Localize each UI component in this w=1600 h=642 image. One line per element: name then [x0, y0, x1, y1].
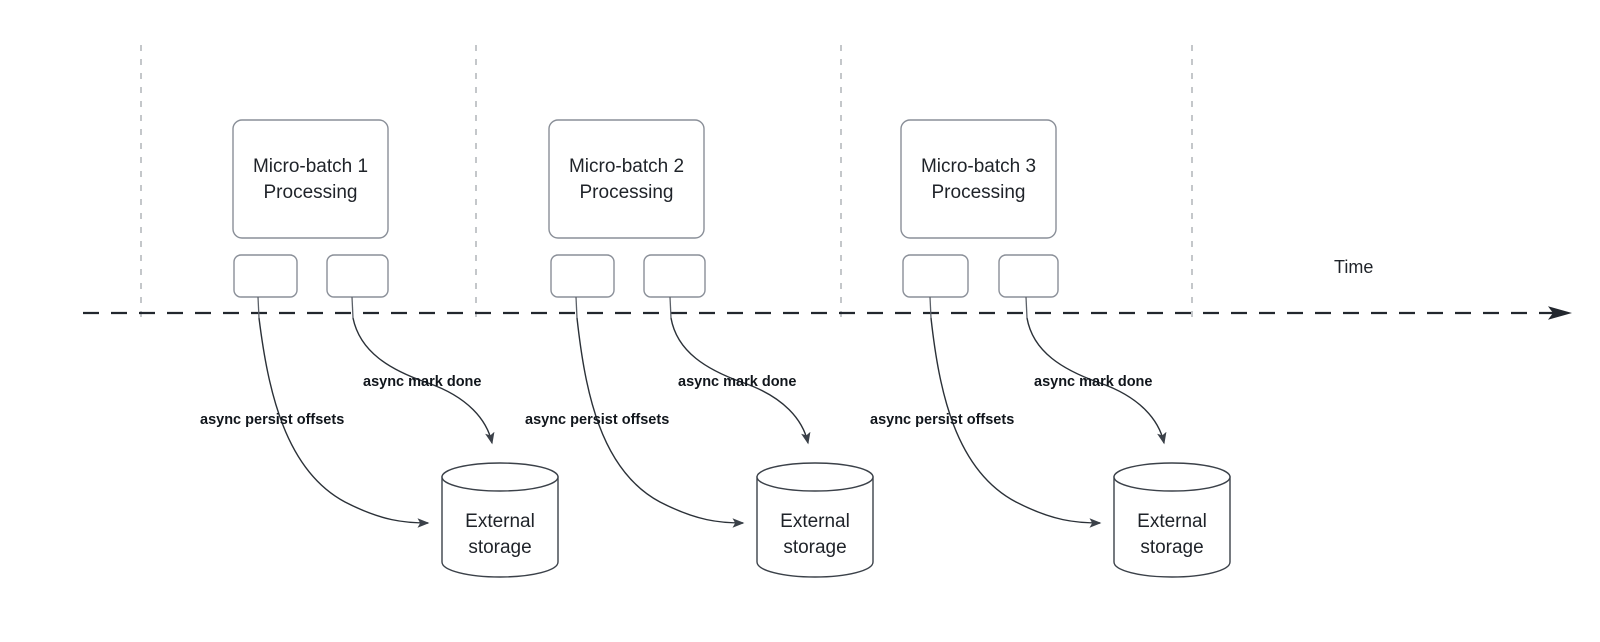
group-3-storage-label-line1: External	[1137, 511, 1207, 532]
group-2-storage-label-line1: External	[780, 511, 850, 532]
micro-batch-2-label-line2: Processing	[580, 182, 674, 203]
group-1-storage-label-line1: External	[465, 511, 535, 532]
group-3-persist-offsets-arrow	[930, 317, 1102, 528]
group-3: Micro-batch 3 Processing async mark done…	[870, 119, 1231, 578]
group-1-external-storage-cylinder[interactable]	[441, 462, 559, 578]
group-2-persist-offsets-label: async persist offsets	[525, 412, 669, 428]
group-3-mark-done-arrow	[1026, 317, 1167, 445]
group-2-external-storage-cylinder[interactable]	[756, 462, 874, 578]
timeline-arrowhead	[1548, 306, 1572, 320]
group-3-mark-done-label: async mark done	[1034, 374, 1152, 390]
micro-batch-2-box[interactable]	[548, 119, 705, 239]
group-3-left-stub	[929, 296, 932, 319]
group-2-storage-label-line2: storage	[783, 537, 846, 558]
group-1-task-box-right[interactable]	[326, 254, 389, 298]
group-2-task-box-right[interactable]	[643, 254, 706, 298]
group-2-mark-done-arrow	[670, 317, 811, 445]
micro-batch-1-label-line2: Processing	[264, 182, 358, 203]
group-3-task-box-left[interactable]	[902, 254, 969, 298]
group-1-left-stub	[257, 296, 260, 319]
micro-batch-1-box[interactable]	[232, 119, 389, 239]
group-1-task-box-left[interactable]	[233, 254, 298, 298]
group-1-mark-done-label: async mark done	[363, 374, 481, 390]
group-2-persist-offsets-arrow	[576, 317, 745, 528]
group-1-persist-offsets-label: async persist offsets	[200, 412, 344, 428]
micro-batch-2-label-line1: Micro-batch 2	[569, 156, 684, 177]
group-3-right-stub	[1025, 296, 1028, 319]
group-2-right-stub	[669, 296, 672, 319]
time-axis-label: Time	[1334, 257, 1373, 277]
group-1-persist-offsets-arrow	[258, 317, 430, 528]
group-2-task-box-left[interactable]	[550, 254, 615, 298]
micro-batch-3-label-line1: Micro-batch 3	[921, 156, 1036, 177]
micro-batch-3-label-line2: Processing	[932, 182, 1026, 203]
group-1-right-stub	[351, 296, 354, 319]
group-3-task-box-right[interactable]	[998, 254, 1059, 298]
group-3-storage-label-line2: storage	[1140, 537, 1203, 558]
group-3-external-storage-cylinder[interactable]	[1113, 462, 1231, 578]
group-1-mark-done-arrow	[352, 317, 495, 445]
group-2-left-stub	[575, 296, 578, 319]
group-2: Micro-batch 2 Processing async mark done…	[525, 119, 874, 578]
group-2-mark-done-label: async mark done	[678, 374, 796, 390]
group-1: Micro-batch 1 Processing async mark done…	[200, 119, 559, 578]
group-3-persist-offsets-label: async persist offsets	[870, 412, 1014, 428]
group-1-storage-label-line2: storage	[468, 537, 531, 558]
micro-batch-1-label-line1: Micro-batch 1	[253, 156, 368, 177]
micro-batch-3-box[interactable]	[900, 119, 1057, 239]
